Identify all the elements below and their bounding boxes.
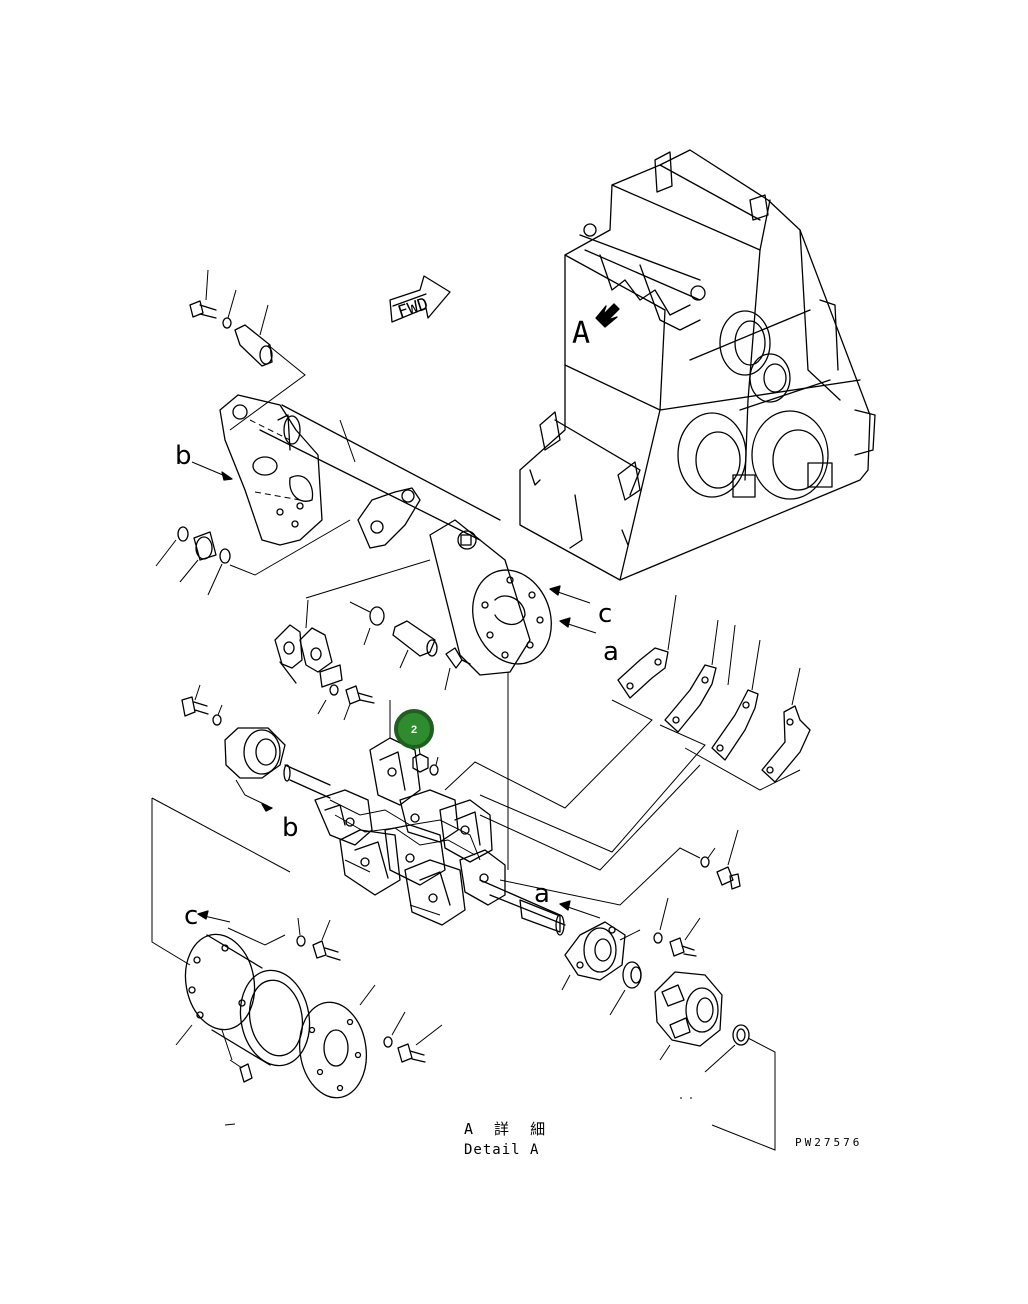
detail-title-ja: A 詳 細 [464, 1120, 551, 1138]
upper-reference-arrows: b c a [175, 441, 619, 667]
ref-letter-c-upper: c [598, 599, 612, 629]
curved-plate-parts [444, 594, 811, 871]
ref-letter-a-lower: a [534, 879, 550, 909]
bushing-parts-group [155, 519, 471, 721]
ref-letter-a-upper: a [603, 637, 619, 667]
ref-letter-c-lower: c [184, 901, 198, 931]
callout-2-number: 2 [411, 724, 417, 736]
main-shaft-assembly [283, 700, 566, 936]
drawing-footer: A 詳 細 Detail A PW27576 [464, 1097, 862, 1158]
ref-letter-b-lower: b [282, 813, 299, 843]
drawing-code: PW27576 [795, 1136, 862, 1149]
callout-2-circle[interactable] [394, 709, 434, 749]
detail-title-en: Detail A [464, 1142, 539, 1158]
part-callout-2[interactable]: 2 [394, 709, 434, 749]
left-case-parts: c [151, 797, 443, 1126]
left-bearing-group: b [181, 684, 299, 843]
fwd-label: FWD [395, 294, 430, 323]
right-coupling-parts: a [499, 829, 776, 1151]
ref-letter-b-upper: b [175, 441, 192, 471]
upper-frame-assembly [189, 269, 552, 870]
view-label-a: A [572, 316, 590, 351]
machine-overview: A [519, 149, 876, 581]
fwd-direction-marker: FWD [389, 275, 451, 323]
